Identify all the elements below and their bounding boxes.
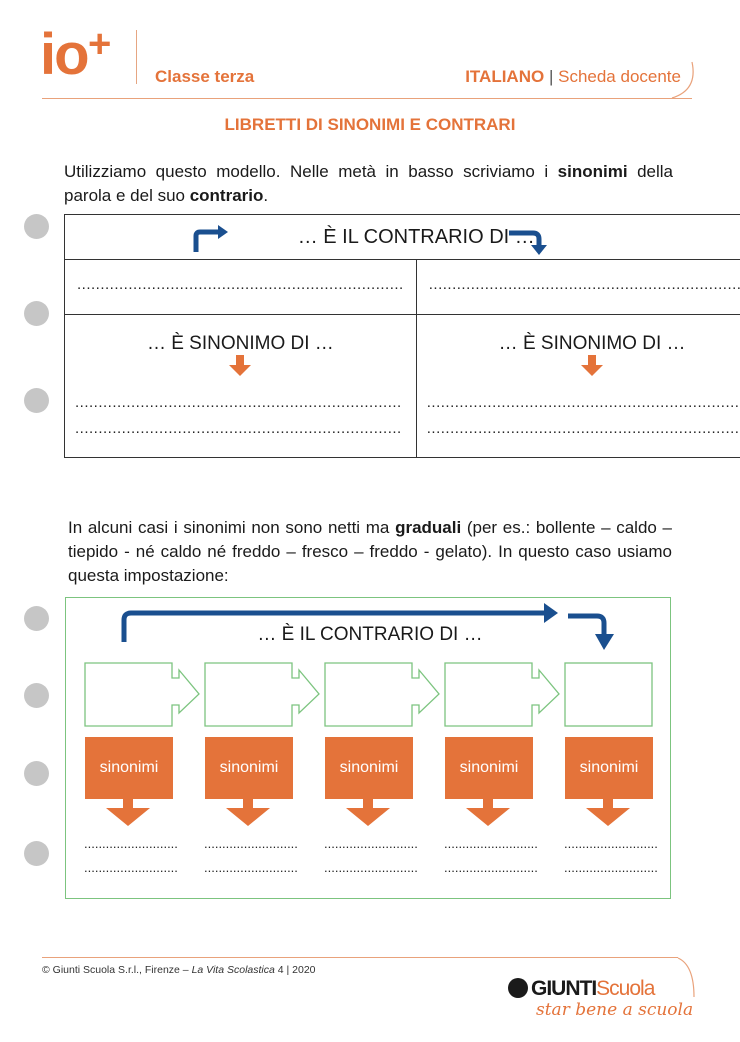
write-line: ............................... bbox=[564, 836, 659, 851]
synonyms-block: sinonimi bbox=[565, 737, 653, 799]
tagline: star bene a scuola bbox=[536, 1000, 694, 1020]
booklet-template: … È IL CONTRARIO DI … ..................… bbox=[63, 214, 740, 458]
write-line: ............................... bbox=[204, 860, 299, 875]
intro-text: Utilizziamo questo modello. Nelle metà i… bbox=[64, 162, 673, 205]
contrary-header: … È IL CONTRARIO DI … bbox=[63, 214, 740, 260]
subject: ITALIANO bbox=[465, 67, 545, 86]
write-line: ............................... bbox=[444, 836, 539, 851]
binder-hole bbox=[24, 388, 49, 413]
write-line: ............................... bbox=[444, 860, 539, 875]
word-line: ........................................… bbox=[64, 259, 417, 315]
contrary-line: ........................................… bbox=[415, 259, 740, 315]
step-box bbox=[324, 662, 440, 727]
page-title: LIBRETTI DI SINONIMI E CONTRARI bbox=[224, 115, 516, 134]
giunti-logo-icon bbox=[508, 978, 528, 998]
binder-hole bbox=[24, 683, 49, 708]
write-line: ............................... bbox=[204, 836, 299, 851]
footer-corner bbox=[677, 957, 695, 998]
copyright: © Giunti Scuola S.r.l., Firenze – La Vit… bbox=[42, 964, 316, 976]
arrow-down-icon bbox=[229, 355, 252, 376]
binder-hole bbox=[24, 761, 49, 786]
doc-type: Scheda docente bbox=[558, 67, 681, 86]
contrary-arrow-icon bbox=[121, 603, 614, 650]
logo-plus-icon: + bbox=[88, 22, 112, 66]
binder-hole bbox=[24, 606, 49, 631]
write-line: ............................... bbox=[324, 860, 419, 875]
footer-rule bbox=[42, 957, 678, 958]
divider bbox=[136, 30, 137, 84]
write-line: ............................... bbox=[84, 860, 179, 875]
synonyms-left: … È SINONIMO DI ….......................… bbox=[64, 314, 417, 458]
arrow-up-right-icon bbox=[193, 225, 228, 252]
binder-hole bbox=[24, 214, 49, 239]
arrow-right-down-icon bbox=[509, 230, 547, 255]
class-label: Classe terza bbox=[155, 67, 255, 86]
logo: io bbox=[40, 22, 90, 87]
graded-text: In alcuni casi i sinonimi non sono netti… bbox=[68, 518, 672, 585]
step-box bbox=[564, 662, 653, 727]
write-line: ............................... bbox=[324, 836, 419, 851]
synonyms-right: … È SINONIMO DI ….......................… bbox=[415, 314, 740, 458]
synonyms-block: sinonimi bbox=[445, 737, 533, 799]
binder-hole bbox=[24, 301, 49, 326]
header-corner bbox=[671, 61, 694, 99]
header-right: ITALIANO | Scheda docente bbox=[465, 67, 681, 86]
publisher-logo: GIUNTIScuola bbox=[508, 977, 655, 1001]
write-line: ............................... bbox=[564, 860, 659, 875]
step-box bbox=[444, 662, 560, 727]
binder-hole bbox=[24, 841, 49, 866]
synonyms-block: sinonimi bbox=[205, 737, 293, 799]
write-line: ............................... bbox=[84, 836, 179, 851]
graded-diagram bbox=[65, 597, 671, 899]
header-rule bbox=[42, 98, 692, 99]
step-box bbox=[204, 662, 320, 727]
synonyms-block: sinonimi bbox=[325, 737, 413, 799]
step-box bbox=[84, 662, 200, 727]
synonyms-block: sinonimi bbox=[85, 737, 173, 799]
diagram-header: … È IL CONTRARIO DI … bbox=[257, 624, 483, 645]
arrow-down-icon bbox=[581, 355, 604, 376]
